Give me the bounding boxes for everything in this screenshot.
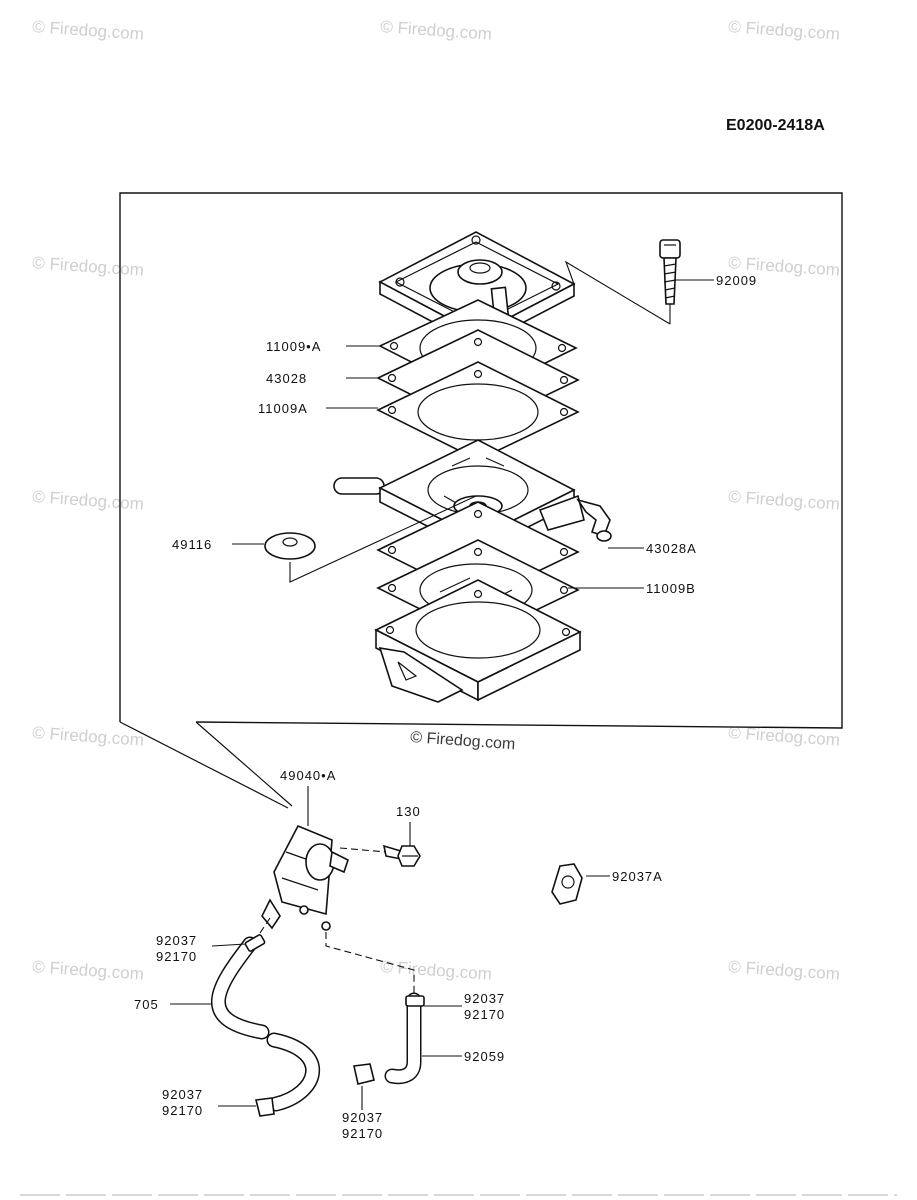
watermark-text: © Firedog.com [728,17,841,44]
watermark-text: © Firedog.com [32,723,145,750]
label-92037A: 92037A [612,869,663,884]
hose-92059-alignment-line [325,932,415,996]
diagram-code: E0200-2418A [726,117,825,134]
label-92170: 92170 [342,1126,383,1141]
bolt-130 [382,844,421,867]
hose-clamp-92059-upper [405,995,425,1007]
label-92059: 92059 [464,1049,505,1064]
watermark-center: © Firedog.com [410,729,516,753]
clamp-92037A [551,863,583,905]
fuel-pump-assembly [261,824,349,931]
label-92037: 92037 [342,1110,383,1125]
label-130: 130 [396,804,421,819]
label-11009A: 11009A [258,401,308,416]
watermark-text: © Firedog.com [32,253,145,280]
hose-clamp-92059-lower [353,1063,375,1085]
label-11009B: 11009B [646,581,696,596]
watermark-text: © Firedog.com [32,487,145,514]
label-92170: 92170 [156,949,197,964]
bolt-alignment-line [339,847,387,853]
watermark-text: © Firedog.com [32,17,145,44]
screw-92009 [659,239,681,324]
leader-lines [170,279,714,1110]
label-92170: 92170 [464,1007,505,1022]
detail-callout-frame [119,192,843,729]
part-labels: 92009 11009•A 43028 11009A 49116 43028A … [134,273,757,1141]
label-92037: 92037 [156,933,197,948]
label-705: 705 [134,997,159,1012]
watermark-text: © Firedog.com [728,487,841,514]
callout-pointer-line [119,721,289,809]
valve-disc-49116 [264,532,316,560]
pump-base [374,579,582,703]
label-92037: 92037 [162,1087,203,1102]
fuel-hose-705 [211,936,321,1112]
label-92037: 92037 [464,991,505,1006]
label-49040-A: 49040•A [280,768,336,783]
label-43028A: 43028A [646,541,697,556]
label-92170: 92170 [162,1103,203,1118]
screw-alignment-line [564,260,671,325]
hose-clamp-upper [244,934,266,952]
fuel-hose-92059 [384,992,422,1085]
label-49116: 49116 [172,537,212,552]
watermark-text: © Firedog.com [380,17,493,44]
label-92009: 92009 [716,273,757,288]
watermark-text: © Firedog.com [32,957,145,984]
valve-disc-alignment-line [289,495,477,583]
watermark-text: © Firedog.com [728,957,841,984]
label-11009-A: 11009•A [266,339,321,354]
hose-clamp-lower [255,1097,275,1117]
label-43028: 43028 [266,371,307,386]
watermark-text: © Firedog.com [380,957,493,984]
callout-pointer-line [195,721,293,807]
